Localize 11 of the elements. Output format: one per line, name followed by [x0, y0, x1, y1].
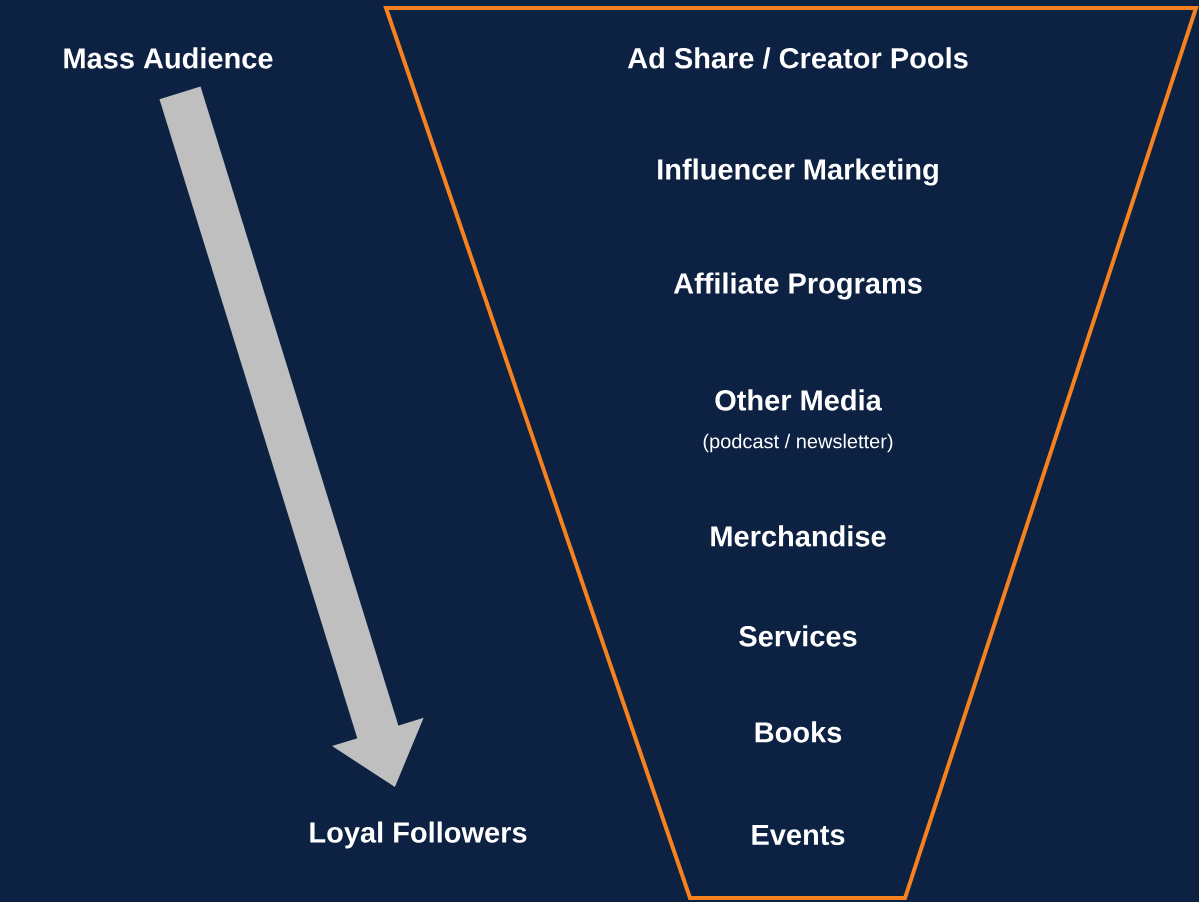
funnel-item-text: Ad Share / Creator Pools — [627, 47, 968, 69]
funnel-item-text: Events — [752, 824, 845, 846]
heading-text: Loyal Followers — [310, 821, 527, 849]
funnel-item-text: Other Media — [715, 389, 882, 411]
funnel-item-text: Services — [739, 625, 857, 647]
funnel-item-text: Affiliate Programs — [673, 272, 922, 300]
funnel-item-text: Books — [755, 721, 842, 743]
funnel-item-text: Influencer Marketing — [658, 158, 938, 186]
heading-text: Mass Audience — [64, 47, 273, 69]
subtitle-text: (podcast / newsletter) — [703, 433, 893, 453]
funnel-item-text: Merchandise — [711, 525, 886, 547]
